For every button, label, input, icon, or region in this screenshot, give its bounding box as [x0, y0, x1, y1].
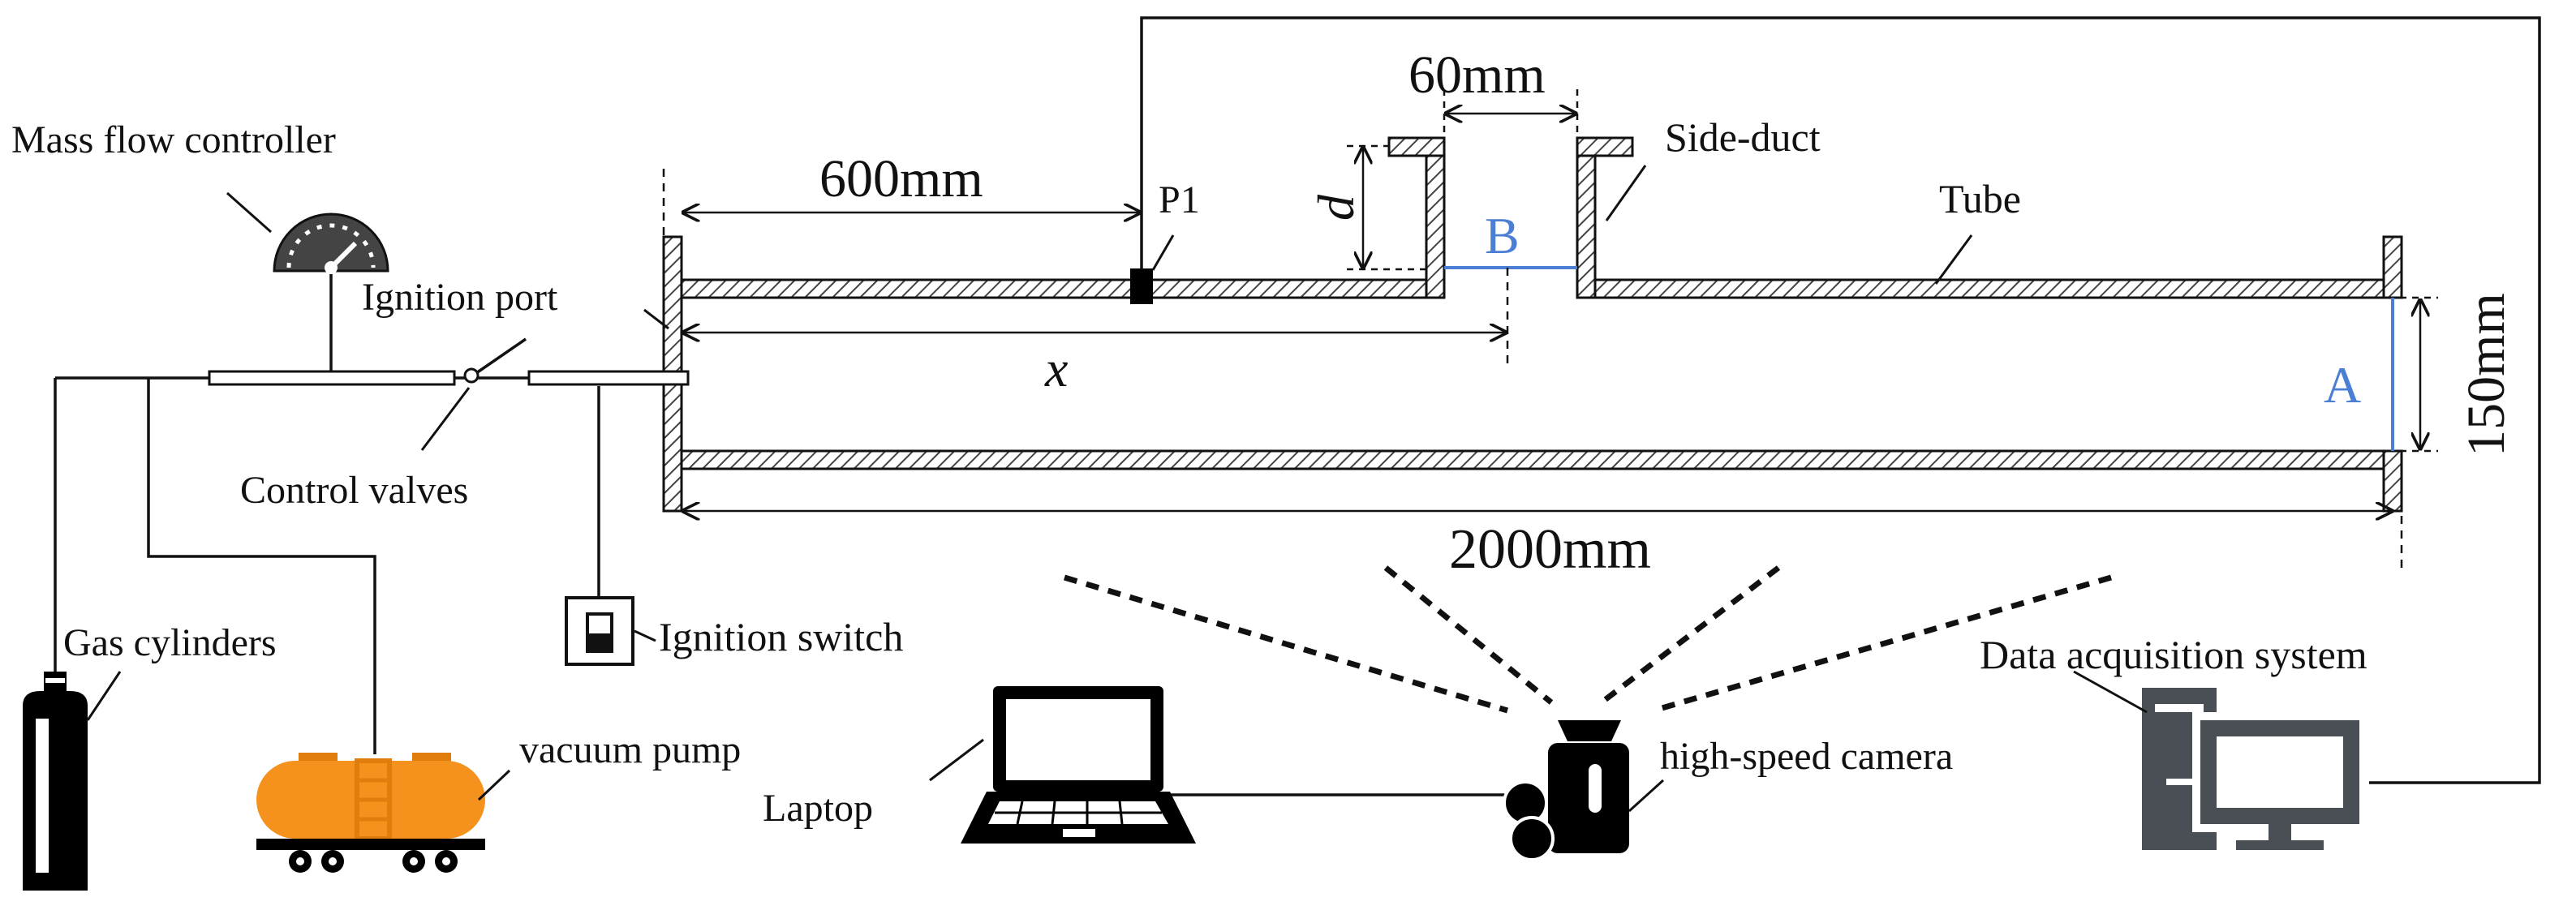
tube-top-wall-right [1576, 278, 2385, 299]
switch-icon[interactable] [565, 596, 634, 666]
p1-sensor [1130, 268, 1153, 304]
p1-label: P1 [1159, 178, 1200, 221]
side-duct-left-wall [1425, 136, 1446, 299]
dim-600mm-label: 600mm [819, 149, 983, 208]
camera-icon [1503, 720, 1629, 861]
vacuum-pump-label: vacuum pump [519, 728, 741, 771]
laptop-label: Laptop [763, 787, 873, 830]
dim-2000mm-label: 2000mm [1449, 518, 1651, 581]
section-a-label: A [2324, 356, 2361, 414]
gas-pipe-right [527, 370, 690, 386]
ignition-switch-label: Ignition switch [659, 614, 903, 659]
data-acquisition-system-label: Data acquisition system [1980, 632, 2367, 677]
gas-pipe-left [208, 370, 456, 386]
computer-icon [2142, 688, 2366, 850]
right-end-flange-top [2382, 235, 2403, 299]
dim-x-label: x [1044, 340, 1068, 397]
side-duct-right-lip [1576, 136, 1634, 157]
dim-150mm-label: 150mm [2457, 293, 2516, 457]
dimension-lines [662, 89, 2438, 572]
tube-label: Tube [1939, 176, 2021, 221]
gas-cylinders-label: Gas cylinders [63, 621, 277, 664]
dim-d-label: d [1307, 194, 1365, 221]
right-end-flange-bottom [2382, 449, 2403, 513]
tube-top-wall-left [680, 278, 1446, 299]
camera-view-lines [1063, 565, 2112, 714]
ignition-port-label: Ignition port [362, 276, 558, 319]
tube-bottom-wall [680, 449, 2385, 470]
leader-lines [86, 165, 2148, 813]
side-duct-left-lip [1387, 136, 1446, 157]
control-valves-label: Control valves [240, 469, 468, 512]
gas-cylinder-icon [23, 672, 88, 891]
laptop-icon [961, 686, 1196, 844]
wiring [54, 16, 2541, 796]
gauge-icon [273, 213, 389, 274]
tank-wagon-icon [256, 753, 485, 873]
high-speed-camera-label: high-speed camera [1660, 735, 1953, 778]
side-duct-right-wall [1576, 136, 1597, 299]
section-b-label: B [1485, 207, 1520, 264]
side-duct-label: Side-duct [1665, 114, 1821, 160]
dim-60mm-label: 60mm [1408, 45, 1546, 105]
mass-flow-controller-label: Mass flow controller [11, 118, 336, 161]
control-valve-icon[interactable] [463, 367, 480, 384]
